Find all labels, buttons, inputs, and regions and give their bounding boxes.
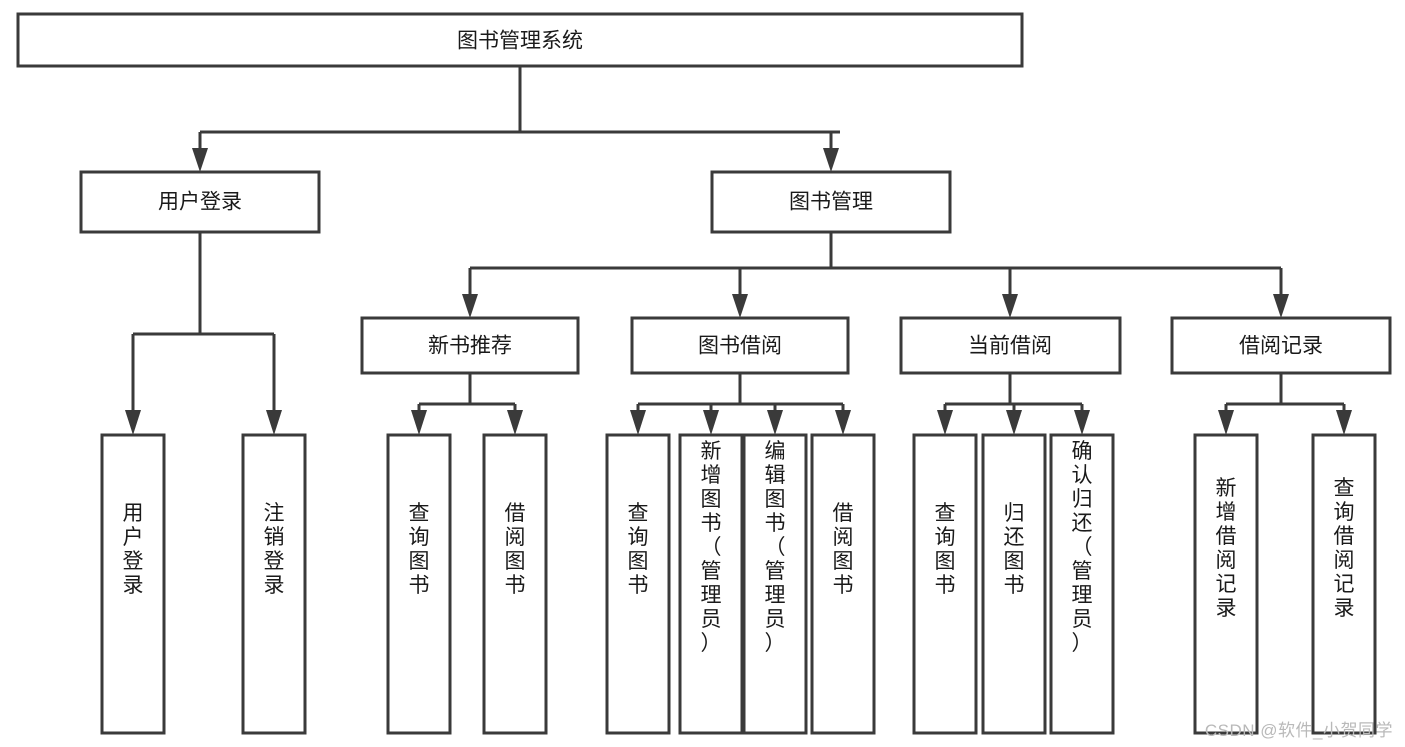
arrow-head-icon xyxy=(767,410,783,435)
arrow-head-icon xyxy=(462,294,478,318)
node-book-borrow-label: 图书借阅 xyxy=(698,335,782,358)
arrow-head-icon xyxy=(507,410,523,435)
leaf-query-book-borrow-box[interactable] xyxy=(605,433,671,735)
leaf-query-book-newbook[interactable]: 查询图书 xyxy=(386,433,452,735)
leaf-borrow-book-newbook-label: 借阅图书 xyxy=(505,502,526,597)
leaf-query-book-newbook-label: 查询图书 xyxy=(409,502,430,597)
node-user-login-label: 用户登录 xyxy=(158,191,242,214)
arrow-head-icon xyxy=(1006,410,1022,435)
node-borrow-record-label: 借阅记录 xyxy=(1239,335,1323,358)
leaf-borrow-book-newbook[interactable]: 借阅图书 xyxy=(482,433,548,735)
node-book-management-box[interactable] xyxy=(710,170,952,234)
arrow-head-icon xyxy=(835,410,851,435)
arrow-head-icon xyxy=(1074,410,1090,435)
node-borrow-record-box[interactable] xyxy=(1170,316,1392,375)
leaf-query-book-newbook-box[interactable] xyxy=(386,433,452,735)
node-book-borrow-box[interactable] xyxy=(630,316,850,375)
leaf-edit-book-admin-box[interactable] xyxy=(742,433,808,735)
leaf-query-book-current-box[interactable] xyxy=(912,433,978,735)
arrow-head-icon xyxy=(937,410,953,435)
node-root-box[interactable] xyxy=(16,12,1024,68)
leaf-add-borrow-record-box[interactable] xyxy=(1193,433,1259,735)
leaf-user-login[interactable]: 用户登录 xyxy=(100,433,166,735)
leaf-return-book[interactable]: 归还图书 xyxy=(981,433,1047,735)
leaf-confirm-return-admin[interactable]: 确认归还（管理员） xyxy=(1049,433,1115,735)
leaf-query-book-current-label: 查询图书 xyxy=(935,502,956,597)
arrow-head-icon xyxy=(630,410,646,435)
leaf-confirm-return-admin-box[interactable] xyxy=(1049,433,1115,735)
leaf-user-login-box[interactable] xyxy=(100,433,166,735)
node-root[interactable]: 图书管理系统 xyxy=(16,12,1024,68)
arrow-head-icon xyxy=(1218,410,1234,435)
arrow-head-icon xyxy=(1002,294,1018,318)
node-borrow-record[interactable]: 借阅记录 xyxy=(1170,316,1392,375)
arrow-head-icon xyxy=(703,410,719,435)
node-user-login[interactable]: 用户登录 xyxy=(79,170,321,234)
arrow-head-icon xyxy=(411,410,427,435)
leaf-logout-box[interactable] xyxy=(241,433,307,735)
leaf-borrow-book-borrow[interactable]: 借阅图书 xyxy=(810,433,876,735)
leaf-query-book-borrow[interactable]: 查询图书 xyxy=(605,433,671,735)
node-current-borrow-label: 当前借阅 xyxy=(968,335,1052,358)
arrow-head-icon xyxy=(266,410,282,435)
node-user-login-box[interactable] xyxy=(79,170,321,234)
leaf-edit-book-admin[interactable]: 编辑图书（管理员） xyxy=(742,433,808,735)
node-new-book-recommend[interactable]: 新书推荐 xyxy=(360,316,580,375)
leaf-add-borrow-record-label: 新增借阅记录 xyxy=(1216,477,1237,620)
arrow-head-icon xyxy=(1273,294,1289,318)
arrow-head-icon xyxy=(1336,410,1352,435)
leaf-confirm-return-admin-label: 确认归还（管理员） xyxy=(1072,440,1093,655)
leaf-query-borrow-record-box[interactable] xyxy=(1311,433,1377,735)
leaf-add-book-admin[interactable]: 新增图书（管理员） xyxy=(678,433,744,735)
node-current-borrow-box[interactable] xyxy=(899,316,1122,375)
connector-group xyxy=(125,66,1352,435)
leaf-borrow-book-newbook-box[interactable] xyxy=(482,433,548,735)
leaf-add-book-admin-box[interactable] xyxy=(678,433,744,735)
arrow-head-icon xyxy=(823,148,839,172)
leaf-borrow-book-borrow-box[interactable] xyxy=(810,433,876,735)
node-book-borrow[interactable]: 图书借阅 xyxy=(630,316,850,375)
node-new-book-recommend-box[interactable] xyxy=(360,316,580,375)
leaf-borrow-book-borrow-label: 借阅图书 xyxy=(833,502,854,597)
leaf-logout-label: 注销登录 xyxy=(264,502,285,597)
arrow-head-icon xyxy=(192,148,208,172)
node-new-book-recommend-label: 新书推荐 xyxy=(428,335,512,358)
arrow-head-icon xyxy=(732,294,748,318)
leaf-query-book-borrow-label: 查询图书 xyxy=(628,502,649,597)
node-current-borrow[interactable]: 当前借阅 xyxy=(899,316,1122,375)
watermark-text: CSDN @软件_小贺同学 xyxy=(1204,721,1393,740)
leaf-return-book-label: 归还图书 xyxy=(1004,502,1025,597)
leaf-logout[interactable]: 注销登录 xyxy=(241,433,307,735)
node-book-management-label: 图书管理 xyxy=(789,191,873,214)
leaf-return-book-box[interactable] xyxy=(981,433,1047,735)
leaf-query-borrow-record-label: 查询借阅记录 xyxy=(1334,477,1355,620)
leaf-user-login-label: 用户登录 xyxy=(123,502,144,597)
leaf-query-book-current[interactable]: 查询图书 xyxy=(912,433,978,735)
leaf-add-book-admin-label: 新增图书（管理员） xyxy=(701,440,722,655)
leaf-edit-book-admin-label: 编辑图书（管理员） xyxy=(765,440,786,655)
leaf-query-borrow-record[interactable]: 查询借阅记录 xyxy=(1311,433,1377,735)
node-root-label: 图书管理系统 xyxy=(457,30,583,53)
arrow-head-icon xyxy=(125,410,141,435)
node-book-management[interactable]: 图书管理 xyxy=(710,170,952,234)
leaf-add-borrow-record[interactable]: 新增借阅记录 xyxy=(1193,433,1259,735)
